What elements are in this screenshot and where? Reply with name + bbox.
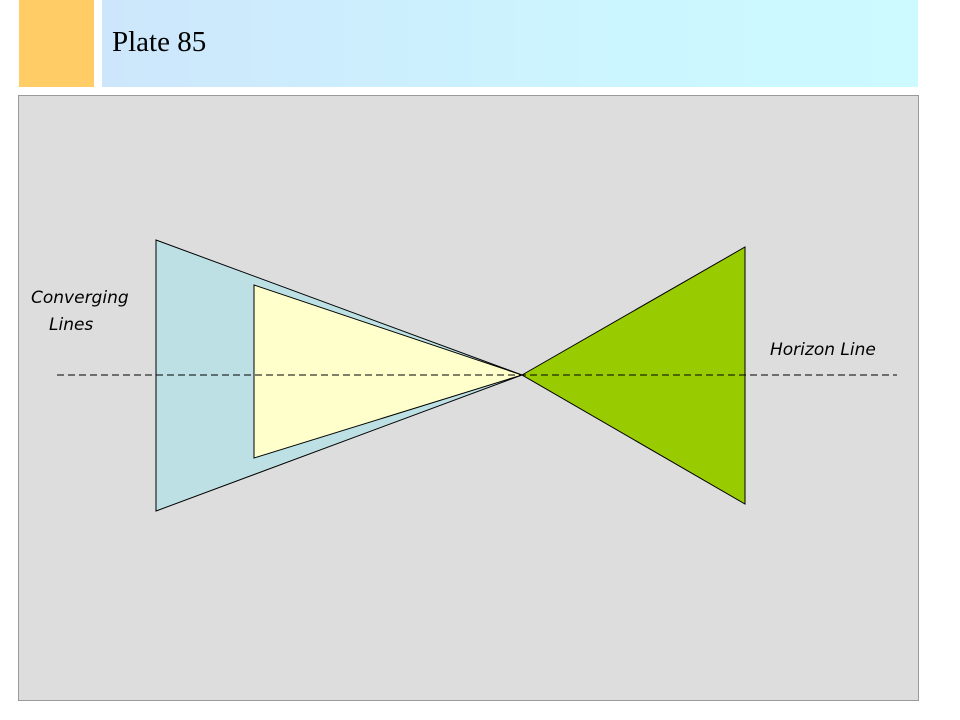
converging-lines-label-line1: Converging bbox=[31, 288, 129, 308]
perspective-diagram: Converging Lines Horizon Line bbox=[31, 239, 897, 512]
slide-title: Plate 85 bbox=[112, 26, 207, 58]
horizon-line-label: Horizon Line bbox=[770, 340, 876, 360]
title-bar: Plate 85 bbox=[102, 0, 918, 87]
diagram-panel: Converging Lines Horizon Line bbox=[18, 95, 919, 701]
yellow-triangle bbox=[253, 284, 524, 459]
title-accent-block bbox=[19, 0, 94, 87]
converging-lines-label-line2: Lines bbox=[49, 315, 93, 335]
